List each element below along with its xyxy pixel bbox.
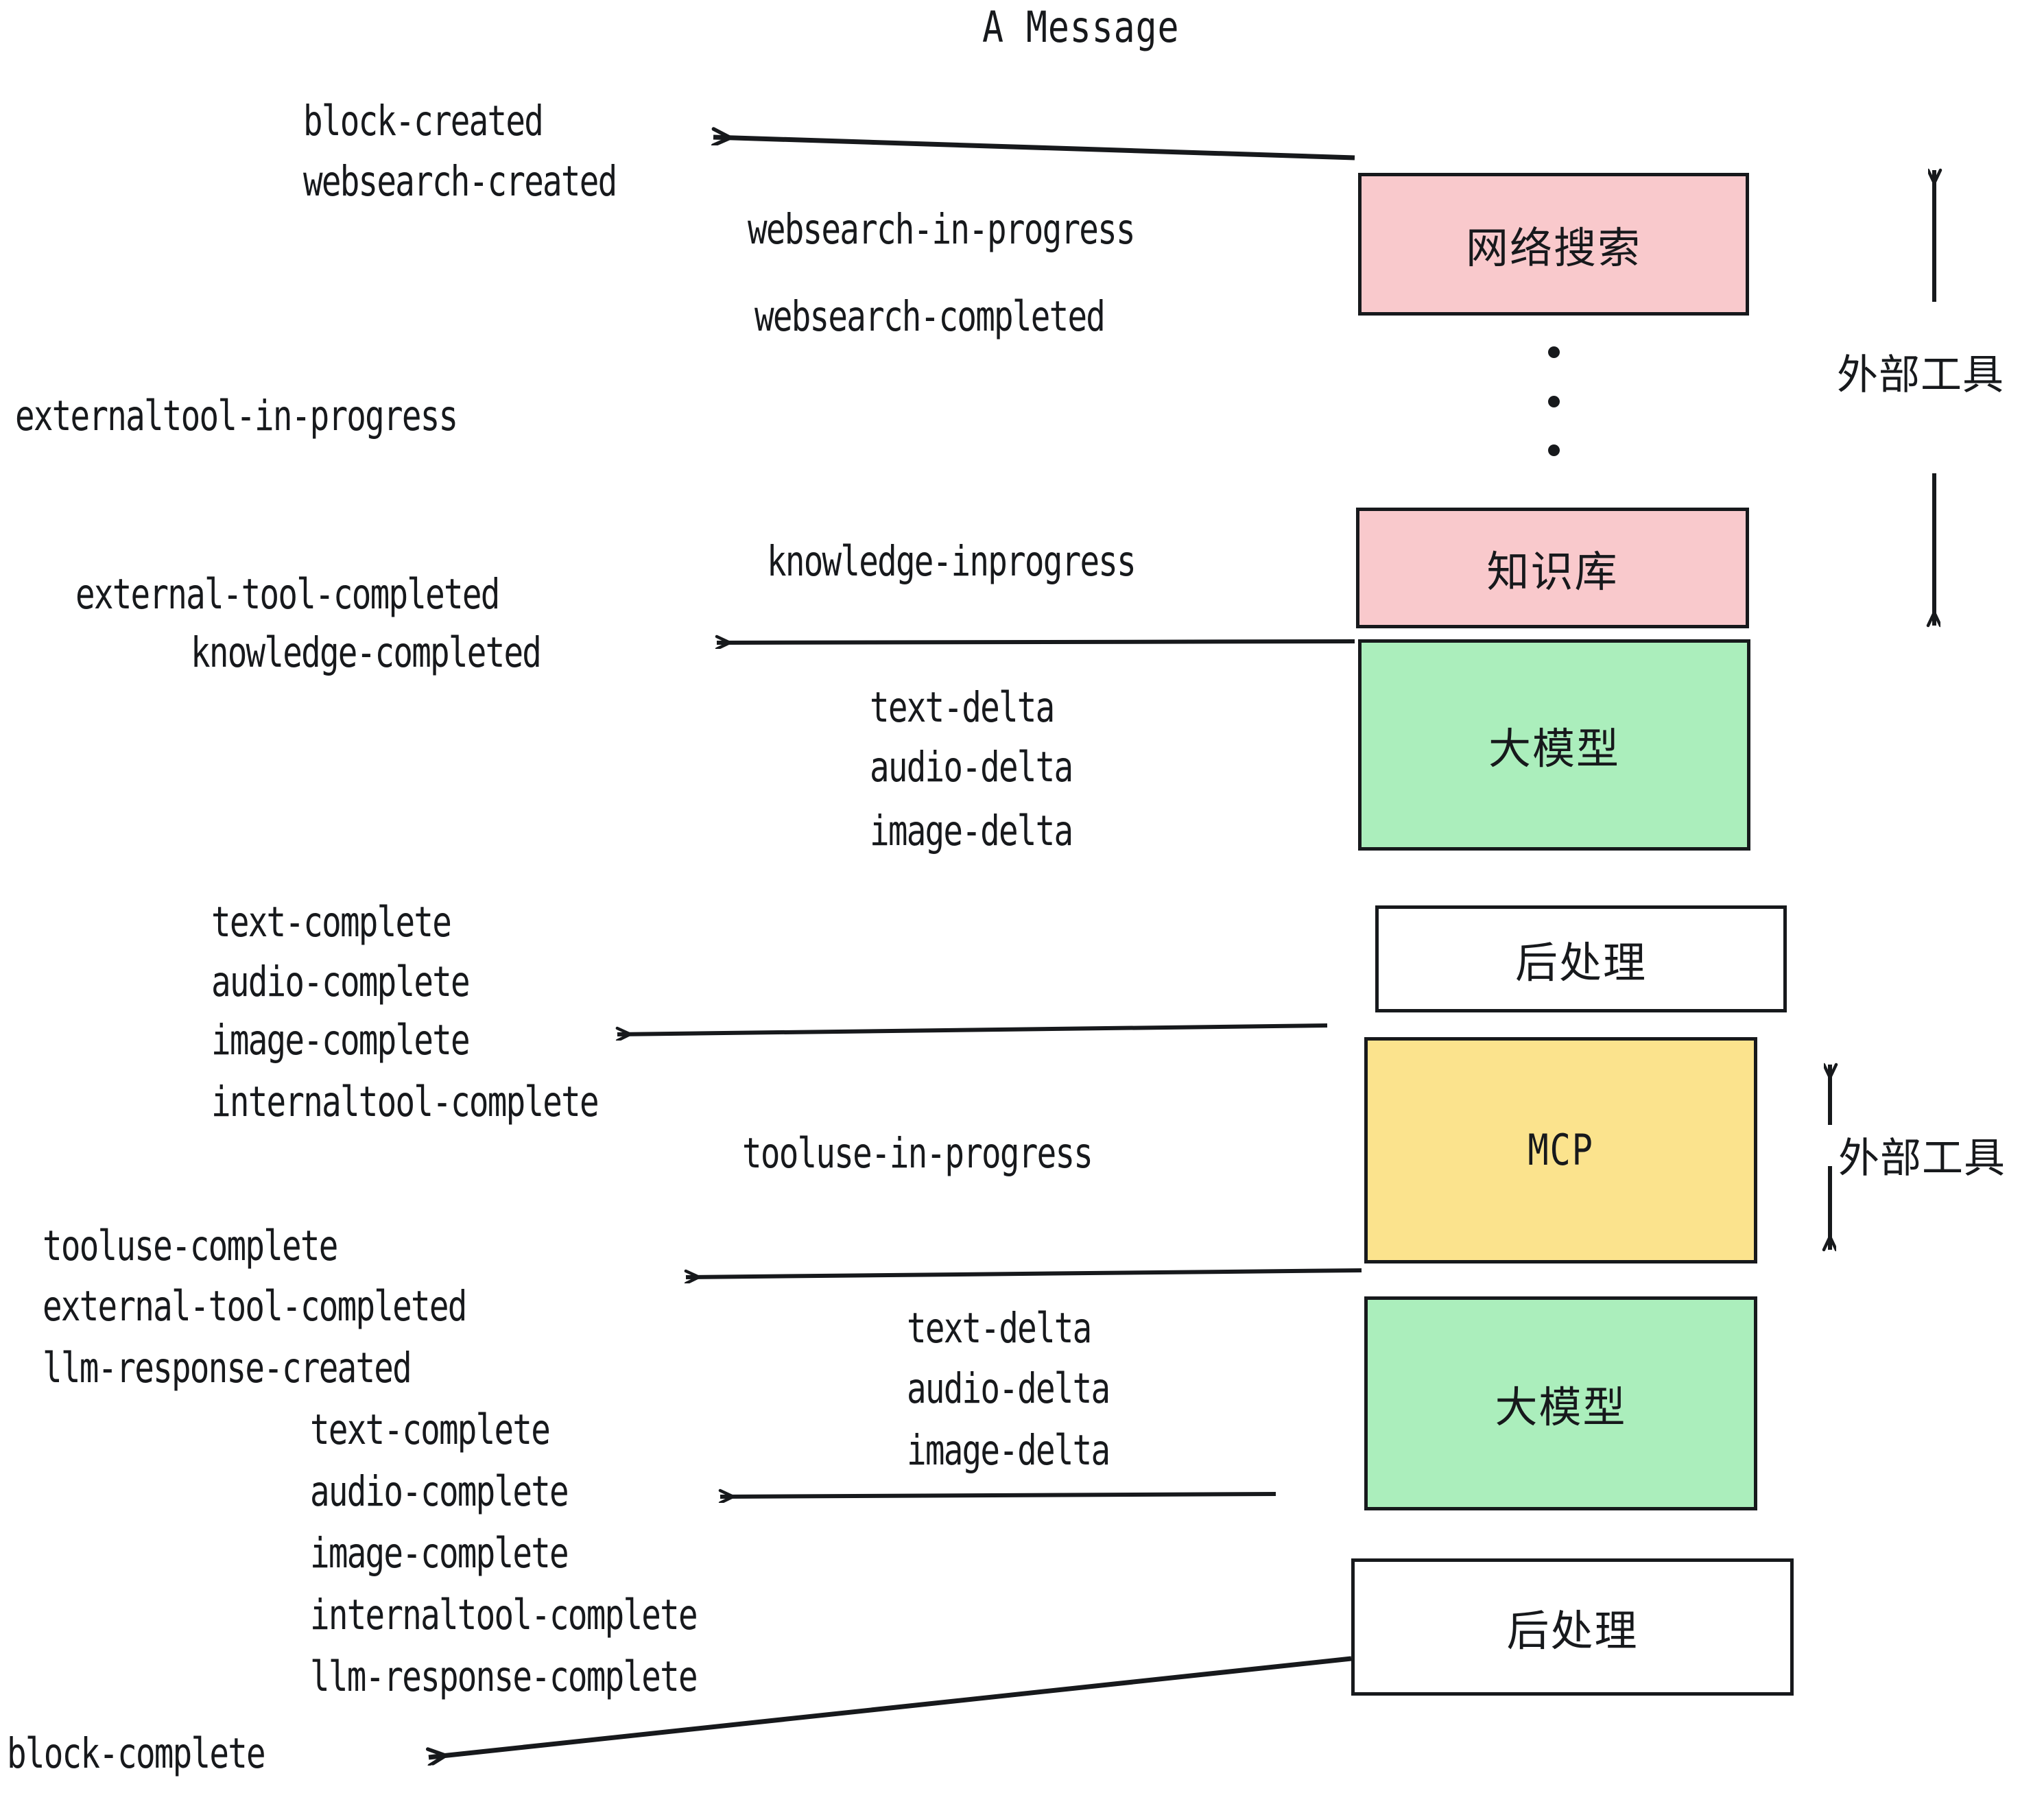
event-tooluse-in-progress: tooluse-in-progress: [742, 1129, 1093, 1178]
event-audio-complete-1: audio-complete: [211, 958, 471, 1006]
event-llm-response-created: llm-response-created: [43, 1344, 412, 1392]
event-image-delta-1: image-delta: [870, 807, 1073, 855]
box-llm-top[interactable]: 大模型: [1358, 639, 1750, 851]
event-audio-complete-2: audio-complete: [310, 1467, 569, 1516]
side-label-external-tool-bottom: 外部工具: [1838, 1135, 2006, 1183]
box-postprocess-top[interactable]: 后处理: [1375, 905, 1787, 1012]
event-websearch-created: websearch-created: [303, 157, 617, 206]
ellipsis-dot: [1547, 395, 1560, 407]
event-block-complete: block-complete: [7, 1729, 266, 1778]
vertical-ellipsis: [1547, 346, 1560, 456]
event-websearch-in-progress: websearch-in-progress: [748, 205, 1136, 254]
page-title: A Message: [982, 3, 1180, 53]
arrow-websearch-to-created: [713, 137, 1355, 161]
box-llm-top-label: 大模型: [1488, 724, 1620, 774]
event-external-tool-completed-1: external-tool-completed: [75, 570, 500, 619]
box-postprocess-top-label: 后处理: [1514, 938, 1647, 988]
box-knowledge-label: 知识库: [1486, 547, 1619, 597]
event-block-created: block-created: [303, 97, 544, 145]
event-image-delta-2: image-delta: [907, 1426, 1110, 1475]
event-audio-delta-2: audio-delta: [907, 1364, 1110, 1413]
event-internaltool-complete-1: internaltool-complete: [211, 1078, 599, 1126]
event-internaltool-complete-2: internaltool-complete: [310, 1591, 698, 1639]
box-llm-bottom-label: 大模型: [1495, 1382, 1627, 1432]
event-text-complete-2: text-complete: [310, 1405, 551, 1454]
box-llm-bottom[interactable]: 大模型: [1364, 1296, 1757, 1510]
arrow-image-complete: [617, 1023, 1328, 1034]
side-label-external-tool-top: 外部工具: [1837, 351, 2004, 399]
event-knowledge-completed: knowledge-completed: [191, 628, 542, 677]
arrow-audio-complete: [720, 1494, 1276, 1497]
event-text-complete-1: text-complete: [211, 898, 452, 947]
box-postprocess-bottom[interactable]: 后处理: [1351, 1558, 1794, 1696]
event-websearch-completed: websearch-completed: [754, 292, 1106, 341]
ellipsis-dot: [1547, 346, 1560, 358]
box-mcp[interactable]: MCP: [1364, 1037, 1757, 1263]
box-websearch[interactable]: 网络搜索: [1358, 173, 1749, 316]
ellipsis-dot: [1547, 444, 1560, 456]
event-text-delta-2: text-delta: [907, 1304, 1092, 1353]
event-image-complete-1: image-complete: [211, 1016, 471, 1065]
box-websearch-label: 网络搜索: [1465, 223, 1641, 273]
event-externaltool-in-progress: externaltool-in-progress: [15, 392, 458, 440]
event-llm-response-complete: llm-response-complete: [310, 1652, 698, 1701]
box-mcp-label: MCP: [1528, 1125, 1594, 1176]
event-audio-delta-1: audio-delta: [870, 743, 1073, 792]
box-postprocess-bottom-label: 后处理: [1506, 1606, 1639, 1656]
box-knowledge[interactable]: 知识库: [1356, 508, 1749, 628]
event-external-tool-completed-2: external-tool-completed: [43, 1282, 467, 1331]
event-image-complete-2: image-complete: [310, 1529, 569, 1578]
arrow-tooluse-complete: [686, 1268, 1362, 1277]
arrow-knowledge-completed: [717, 641, 1355, 643]
event-tooluse-complete: tooluse-complete: [43, 1222, 338, 1270]
event-text-delta-1: text-delta: [870, 683, 1055, 732]
event-knowledge-inprogress: knowledge-inprogress: [767, 537, 1137, 586]
